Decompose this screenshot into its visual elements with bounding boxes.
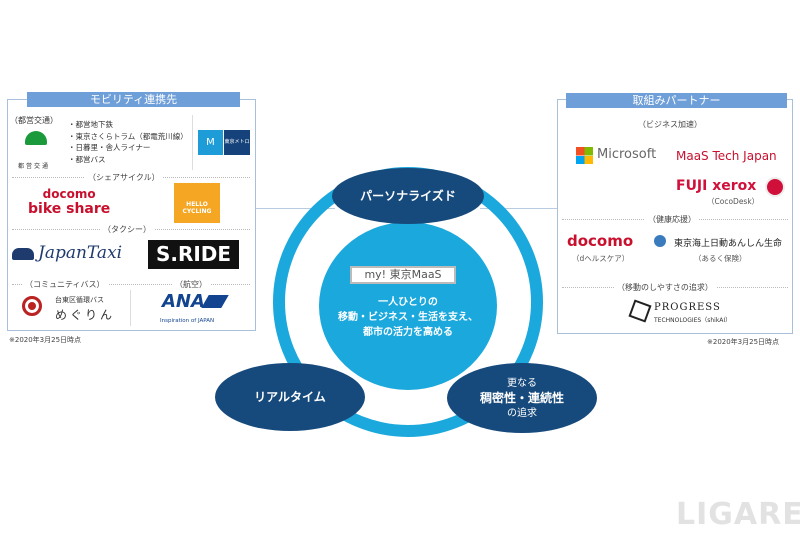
fuji-xerox-logo: FUJI xerox bbox=[676, 178, 757, 194]
business-category: （ビジネス加速） bbox=[635, 119, 705, 130]
pillar-realtime-label: リアルタイム bbox=[254, 389, 326, 404]
metro-logo: 東京メトロ bbox=[224, 130, 250, 155]
pillar-personalized-label: パーソナライズド bbox=[360, 188, 456, 203]
partners-title: 取組みパートナー bbox=[566, 93, 787, 108]
air-category: （航空） bbox=[172, 279, 210, 290]
ana-tagline: Inspiration of JAPAN bbox=[160, 318, 215, 324]
toei-line: ・日暮里・舎人ライナー bbox=[68, 143, 151, 152]
fuji-xerox-sphere-icon bbox=[765, 177, 785, 197]
japantaxi-logo: JapanTaxi bbox=[38, 243, 123, 263]
toei-line: ・東京さくらトラム（都電荒川線） bbox=[68, 131, 188, 141]
ana-logo: ANA bbox=[162, 291, 205, 312]
docomo-text: docomo bbox=[42, 187, 96, 201]
aruku-hoken-label: （あるく保険） bbox=[694, 254, 747, 263]
toei-line: ・都営バス bbox=[68, 154, 106, 164]
sride-logo: S.RIDE bbox=[148, 240, 239, 269]
community-bus-category: （コミュニティバス） bbox=[22, 279, 108, 290]
microsoft-logo-icon bbox=[576, 147, 593, 164]
bus-name-top: 台東区循環バス bbox=[55, 296, 104, 304]
pillar-density: 更なる 稠密性・連続性 の追求 bbox=[447, 363, 597, 433]
health-category: （健康応援） bbox=[645, 214, 699, 225]
maas-tech-logo: MaaS Tech Japan bbox=[676, 149, 777, 163]
hello-cycling-logo: HELLO CYCLING bbox=[174, 183, 220, 223]
left-connector bbox=[255, 208, 335, 209]
pillar-density-line: の追求 bbox=[507, 407, 537, 419]
toei-line: ・都営地下鉄 bbox=[68, 120, 113, 129]
center-message: 一人ひとりの 移動・ビジネス・生活を支え、 都市の活力を高める bbox=[320, 295, 496, 340]
share-cycle-category: （シェアサイクル） bbox=[85, 172, 163, 183]
toei-logo-text: 都営交通 bbox=[18, 163, 51, 170]
bike-share-text: bike share bbox=[28, 201, 111, 217]
progress-logo: PROGRESS bbox=[654, 302, 721, 313]
center-line: 一人ひとりの bbox=[378, 297, 438, 308]
metro-logo-text: 東京メトロ bbox=[224, 139, 250, 145]
taxi-car-icon bbox=[12, 248, 34, 260]
mobility-ease-category: （移動のしやすさの追求） bbox=[614, 282, 716, 293]
brand-badge: my! 東京MaaS bbox=[350, 266, 456, 284]
toei-category: （都営交通） bbox=[10, 116, 58, 125]
cocodesk-label: （CocoDesk） bbox=[707, 197, 760, 206]
docomo-logo: docomo bbox=[567, 232, 634, 250]
right-footnote: ※2020年3月25日時点 bbox=[707, 338, 780, 346]
center-circle bbox=[319, 222, 497, 390]
dhealthcare-label: （dヘルスケア） bbox=[572, 254, 630, 263]
toei-ginkgo-icon bbox=[25, 131, 47, 145]
center-line: 移動・ビジネス・生活を支え、 bbox=[338, 312, 478, 323]
pillar-realtime: リアルタイム bbox=[215, 363, 365, 431]
microsoft-logo: Microsoft bbox=[597, 147, 657, 162]
bus-name: めぐりん bbox=[55, 308, 116, 322]
metro-m-icon: M bbox=[198, 130, 223, 155]
pillar-density-line: 稠密性・連続性 bbox=[479, 390, 564, 405]
toei-lines: ・都営地下鉄 ・東京さくらトラム（都電荒川線） ・日暮里・舎人ライナー ・都営バ… bbox=[68, 119, 188, 165]
taito-emblem-icon bbox=[22, 296, 42, 316]
taxi-category: （タクシー） bbox=[100, 224, 154, 235]
mobility-partners-title: モビリティ連携先 bbox=[27, 92, 240, 107]
tokio-marine-logo: 東京海上日動あんしん生命 bbox=[674, 239, 783, 249]
tokio-marine-icon bbox=[654, 235, 666, 247]
progress-subtitle: TECHNOLOGIES（shikAI） bbox=[654, 317, 732, 324]
docomo-bike-share-logo: docomo bike share bbox=[28, 187, 110, 217]
right-connector bbox=[480, 208, 558, 209]
left-footnote: ※2020年3月25日時点 bbox=[9, 336, 82, 344]
pillar-density-line: 更なる bbox=[507, 377, 537, 389]
center-line: 都市の活力を高める bbox=[363, 327, 453, 338]
ligare-watermark: LIGARE bbox=[676, 497, 800, 532]
pillar-personalized: パーソナライズド bbox=[332, 168, 484, 224]
